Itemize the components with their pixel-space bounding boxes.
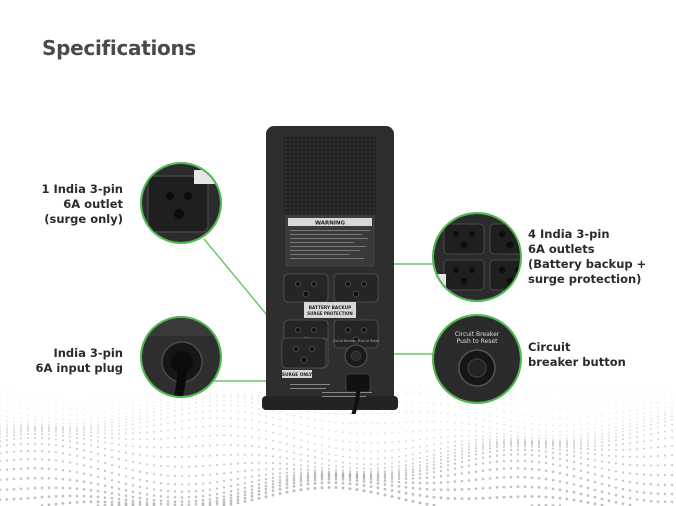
surge-protection-label: SURGE PROTECTION (307, 311, 352, 316)
ups-foot (262, 396, 398, 410)
dotted-wave-background (0, 380, 674, 506)
callout-backup-outlets-line: (Battery backup + (528, 257, 647, 271)
zoom-circle-input-plug (140, 316, 222, 398)
callout-input-plug-line: India 3-pin (53, 346, 123, 360)
callout-surge-outlet-line: 1 India 3-pin (41, 182, 123, 196)
input-socket (345, 373, 371, 393)
callout-circuit-breaker: Circuit breaker button (528, 340, 626, 370)
callout-backup-outlets-line: surge protection) (528, 272, 642, 286)
zoom-circle-backup-outlets (432, 212, 522, 302)
circuit-breaker-small-label: Circuit Breaker Push to Reset (333, 339, 380, 343)
callout-surge-outlet: 1 India 3-pin 6A outlet (surge only) (41, 182, 123, 227)
warning-label-text: WARNING (315, 221, 346, 227)
callout-backup-outlets-line: 6A outlets (528, 242, 595, 256)
callout-input-plug: India 3-pin 6A input plug (35, 346, 123, 376)
backup-outlet-4 (333, 319, 379, 349)
zoom-breaker-label-line1: Circuit Breaker (455, 331, 500, 338)
surge-only-label: SURGE ONLY (282, 372, 313, 378)
callout-circuit-breaker-line: Circuit (528, 340, 571, 354)
backup-outlet-2 (333, 273, 379, 303)
backup-outlet-1 (283, 273, 329, 303)
callout-input-plug-line: 6A input plug (35, 361, 123, 375)
callout-surge-outlet-line: 6A outlet (63, 197, 123, 211)
page-title: Specifications (42, 36, 197, 60)
battery-backup-label: BATTERY BACKUP (309, 305, 352, 311)
callout-surge-outlet-line: (surge only) (44, 212, 123, 226)
zoom-circle-circuit-breaker: Circuit Breaker Push to Reset (432, 314, 522, 404)
callout-backup-outlets-line: 4 India 3-pin (528, 227, 610, 241)
callout-backup-outlets: 4 India 3-pin 6A outlets (Battery backup… (528, 227, 646, 287)
zoom-circle-surge-outlet (140, 162, 222, 244)
surge-only-outlet-front (281, 337, 327, 369)
power-cord (351, 390, 360, 414)
zoom-breaker-label-line2: Push to Reset (457, 338, 498, 345)
callout-circuit-breaker-line: breaker button (528, 355, 626, 369)
vent-grille (284, 136, 376, 214)
ups-rear-panel: WARNING BATTERY BACKUP SURGE PROTECTION … (262, 126, 398, 414)
